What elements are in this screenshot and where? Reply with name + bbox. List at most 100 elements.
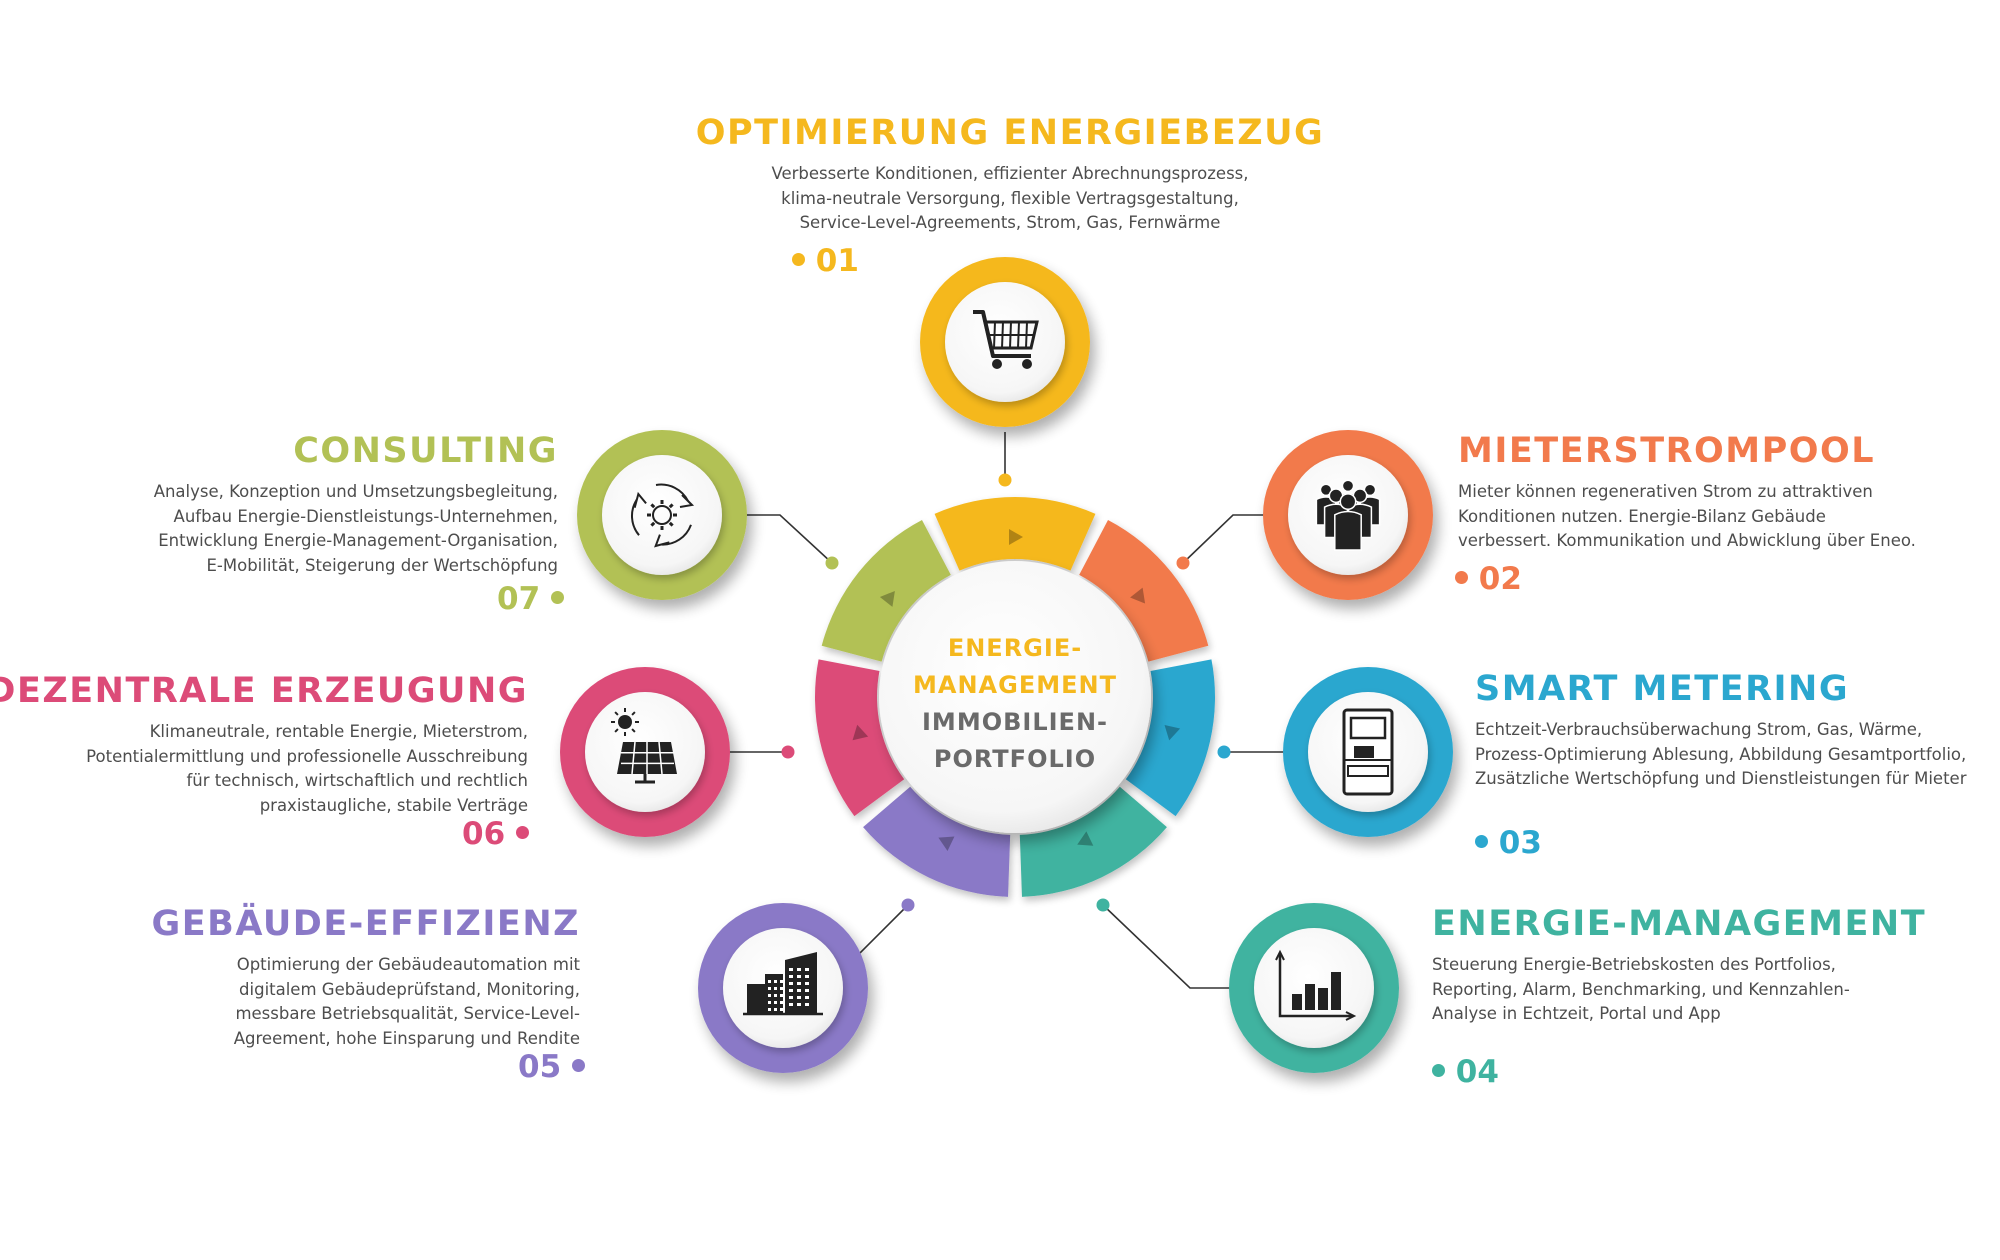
center-line-2: MANAGEMENT	[913, 671, 1117, 699]
item-02-number-text: 02	[1478, 561, 1522, 597]
connector-line	[745, 514, 833, 564]
item-06-line: für technisch, wirtschaftlich und rechtl…	[186, 771, 528, 790]
item-06-title: DEZENTRALE ERZEUGUNG	[0, 671, 528, 711]
connector-dot	[825, 556, 839, 570]
center-line-1: ENERGIE-	[947, 634, 1083, 662]
item-05-line: Agreement, hohe Einsparung und Rendite	[233, 1028, 580, 1048]
ring-arrow	[1077, 831, 1094, 846]
connector-dot	[901, 898, 915, 912]
item-05-title: GEBÄUDE-EFFIZIENZ	[151, 904, 580, 944]
item-03-circle	[1283, 667, 1453, 837]
item-03-number: 03	[1475, 826, 1542, 860]
connector-line	[1182, 514, 1268, 564]
item-02-line: verbessert. Kommunikation und Abwicklung…	[1458, 531, 1916, 550]
item-04-line: Steuerung Energie-Betriebskosten des Por…	[1432, 955, 1836, 974]
item-04-number-text: 04	[1455, 1054, 1499, 1090]
ring-segment	[1019, 786, 1167, 897]
item-01-line: Verbesserte Konditionen, effizienter Abr…	[771, 164, 1249, 183]
item-05-line: digitalem Gebäudeprüfstand, Monitoring,	[239, 979, 580, 999]
item-03-line: Zusätzliche Wertschöpfung und Dienstleis…	[1475, 769, 1967, 788]
bar-chart-icon	[1275, 949, 1357, 1021]
shopping-cart-icon	[973, 310, 1039, 369]
item-07-line: Entwicklung Energie-Management-Organisat…	[158, 531, 558, 550]
item-03-number-text: 03	[1498, 825, 1542, 861]
item-05-line: Optimierung der Gebäudeautomation mit	[236, 955, 580, 974]
ring-arrow	[938, 836, 955, 851]
item-04-number: 04	[1432, 1055, 1499, 1089]
item-circles	[560, 257, 1453, 1073]
item-05-block: GEBÄUDE-EFFIZIENZ Optimierung der Gebäud…	[152, 903, 580, 1051]
item-03-line: Echtzeit-Verbrauchsüberwachung Strom, Ga…	[1475, 720, 1923, 739]
item-06-number: 06	[462, 817, 529, 851]
item-07-number-text: 07	[497, 581, 541, 617]
buildings-icon	[743, 952, 823, 1016]
item-04-block: ENERGIE-MANAGEMENT Steuerung Energie-Bet…	[1432, 903, 1926, 1027]
item-06-description: Klimaneutrale, rentable Energie, Mieters…	[0, 720, 528, 818]
ring-segment	[821, 519, 951, 662]
center-disc	[879, 561, 1151, 833]
item-01-line: klima-neutrale Versorgung, flexible Vert…	[781, 188, 1239, 208]
item-02-title: MIETERSTROMPOOL	[1458, 431, 1876, 471]
item-06-line: Potentialermittlung und professionelle A…	[86, 746, 528, 766]
item-07-block: CONSULTING Analyse, Konzeption und Umset…	[154, 430, 558, 578]
item-03-block: SMART METERING Echtzeit-Verbrauchsüberwa…	[1475, 668, 1966, 792]
ring-arrow	[879, 590, 895, 607]
connector-dot	[998, 473, 1012, 487]
connector-dot	[1176, 556, 1190, 570]
item-04-title: ENERGIE-MANAGEMENT	[1432, 904, 1927, 944]
connector-dot	[781, 745, 795, 759]
item-01-dot	[792, 253, 805, 266]
item-01-description: Verbesserte Konditionen, effizienter Abr…	[620, 162, 1400, 236]
item-05-number: 05	[518, 1050, 585, 1084]
gear-cycle-icon	[630, 483, 695, 548]
center-line-4: PORTFOLIO	[933, 745, 1097, 773]
item-07-dot	[550, 591, 564, 604]
item-06-circle	[560, 667, 730, 837]
connector-line	[1102, 904, 1232, 989]
item-05-dot	[571, 1059, 585, 1072]
ring-segment	[863, 786, 1011, 897]
item-04-description: Steuerung Energie-Betriebskosten des Por…	[1432, 953, 1926, 1027]
connector-dot	[1217, 745, 1231, 759]
item-06-line: praxistaugliche, stabile Verträge	[259, 795, 528, 815]
item-07-description: Analyse, Konzeption und Umsetzungsbeglei…	[154, 480, 558, 578]
item-03-title: SMART METERING	[1475, 669, 1850, 709]
connector-dot	[1096, 898, 1110, 912]
ring-arrow	[1009, 529, 1023, 545]
item-02-line: Mieter können regenerativen Strom zu att…	[1458, 482, 1873, 501]
item-04-line: Reporting, Alarm, Benchmarking, und Kenn…	[1432, 979, 1850, 999]
item-02-description: Mieter können regenerativen Strom zu att…	[1458, 480, 1916, 554]
item-05-description: Optimierung der Gebäudeautomation mit di…	[152, 953, 580, 1051]
ring-segment	[934, 497, 1096, 571]
item-07-number: 07	[497, 582, 564, 616]
item-03-dot	[1475, 835, 1488, 848]
item-03-description: Echtzeit-Verbrauchsüberwachung Strom, Ga…	[1475, 718, 1966, 792]
central-ring	[814, 497, 1215, 897]
people-group-icon	[1315, 479, 1381, 551]
ring-arrow	[852, 724, 869, 741]
item-03-line: Prozess-Optimierung Ablesung, Abbildung …	[1475, 744, 1967, 764]
center-label: ENERGIE- MANAGEMENT IMMOBILIEN- PORTFOLI…	[865, 630, 1165, 778]
ring-arrow	[1164, 724, 1181, 741]
inner-disc	[945, 282, 1065, 402]
item-07-line: Analyse, Konzeption und Umsetzungsbeglei…	[153, 482, 558, 501]
item-04-line: Analyse in Echtzeit, Portal und App	[1432, 1004, 1721, 1023]
item-02-block: MIETERSTROMPOOL Mieter können regenerati…	[1458, 430, 1916, 554]
ring-arrow	[1130, 587, 1146, 604]
inner-disc	[602, 455, 722, 575]
item-01-line: Service-Level-Agreements, Strom, Gas, Fe…	[799, 213, 1221, 232]
item-06-block: DEZENTRALE ERZEUGUNG Klimaneutrale, rent…	[0, 670, 528, 818]
item-06-line: Klimaneutrale, rentable Energie, Mieters…	[149, 722, 528, 741]
ring-segment	[1125, 659, 1215, 817]
item-05-number-text: 05	[518, 1049, 562, 1085]
item-06-number-text: 06	[462, 816, 506, 852]
item-01-title: OPTIMIERUNG ENERGIEBEZUG	[695, 113, 1325, 153]
item-02-dot	[1455, 571, 1468, 584]
item-02-circle	[1263, 430, 1433, 600]
item-02-line: Konditionen nutzen. Energie-Bilanz Gebäu…	[1458, 506, 1826, 526]
item-01-number-text: 01	[815, 243, 859, 279]
item-05-line: messbare Betriebsqualität, Service-Level…	[235, 1004, 580, 1023]
item-02-number: 02	[1455, 562, 1522, 596]
item-01-number: 01	[792, 244, 859, 278]
